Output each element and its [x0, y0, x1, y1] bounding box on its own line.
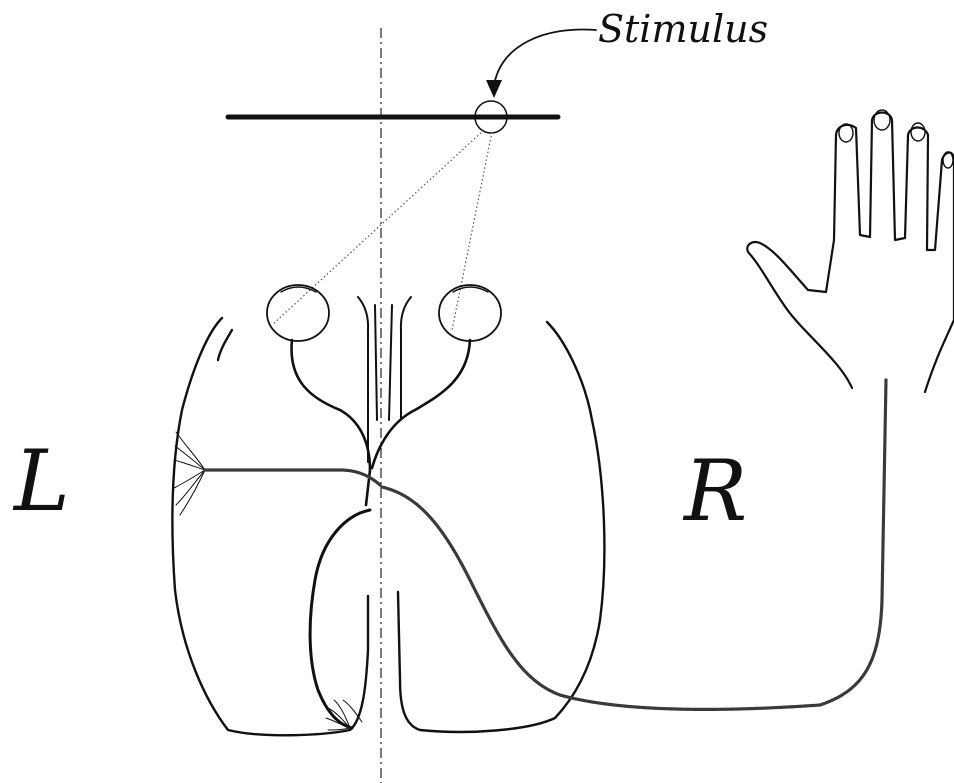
- left-hemisphere-frontal: [218, 330, 232, 360]
- right-hemisphere-label: R: [682, 442, 747, 540]
- left-eye: [267, 285, 329, 341]
- left-cortex-fan: [174, 432, 205, 515]
- left-inner-structure: [310, 510, 370, 728]
- stimulus-label: Stimulus: [598, 7, 768, 51]
- stimulus-arrowhead: [486, 80, 502, 98]
- stimulus-arrow: [494, 29, 596, 86]
- right-eye: [439, 285, 501, 341]
- hand-outline: [747, 113, 954, 393]
- motor-fiber-to-hand: [382, 380, 886, 709]
- sight-line-left-eye: [272, 130, 484, 325]
- right-hemisphere-outline: [398, 322, 604, 732]
- callosal-fiber: [205, 470, 380, 485]
- sight-line-right-eye: [452, 132, 492, 330]
- left-hemisphere-label: L: [12, 432, 70, 530]
